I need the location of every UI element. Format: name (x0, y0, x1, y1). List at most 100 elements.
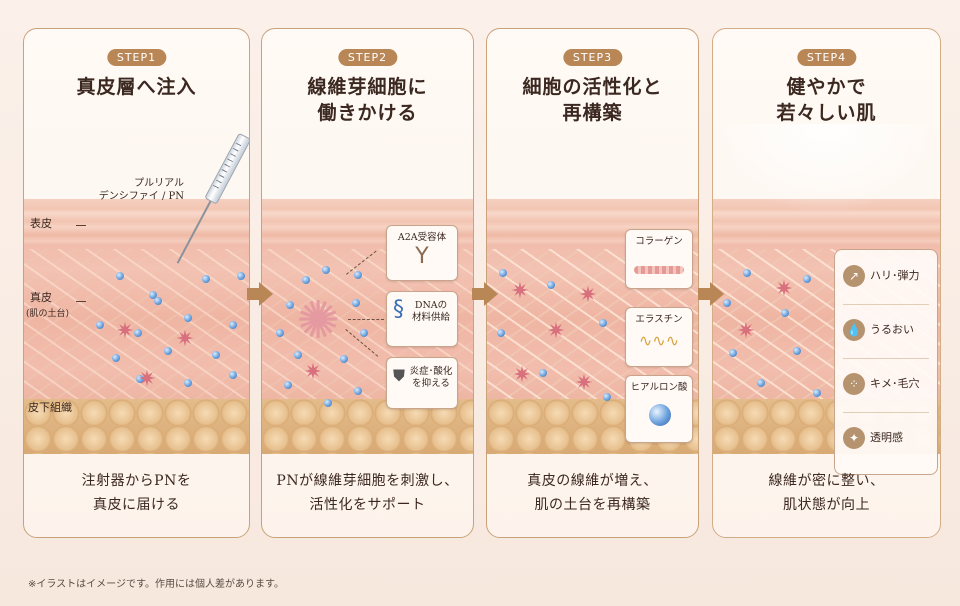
arrow-right-icon (247, 282, 273, 306)
caption-line: 活性化をサポート (309, 497, 426, 513)
divider (843, 358, 929, 359)
pn-particle (184, 314, 192, 322)
pn-particle (539, 369, 547, 377)
dna-icon: § (393, 297, 404, 322)
pn-particle (743, 269, 751, 277)
moisture-icon: 💧 (843, 319, 865, 341)
injection-label-line: デンシファイ / PN (98, 191, 184, 202)
box-label: を抑える (412, 378, 450, 389)
step1-panel: STEP1 真皮層へ注入 プルリアル デンシファイ / PN 表皮 真皮 (肌の… (23, 28, 250, 538)
caption-line: 肌の土台を再構築 (534, 497, 651, 513)
fibroblast-icon: ✷ (574, 371, 594, 396)
fibroblast-icon: ✷ (137, 367, 157, 392)
sparkle-icon: ✦ (843, 427, 865, 449)
step-title: 健やかで 若々しい肌 (713, 74, 940, 126)
step-title: 線維芽細胞に 働きかける (262, 74, 473, 126)
pn-particle (184, 379, 192, 387)
caption-line: 真皮に届ける (93, 497, 180, 513)
pn-particle (96, 321, 104, 329)
step3-panel: STEP3 細胞の活性化と 再構築 ✷ ✷ ✷ ✷ ✷ コラーゲン エラスチン … (486, 28, 699, 538)
step-badge: STEP1 (106, 49, 167, 66)
caption-line: 注射器からPNを (81, 473, 192, 489)
pn-particle (116, 272, 124, 280)
injection-label: プルリアル デンシファイ / PN (86, 177, 184, 203)
fibroblast-icon: ✷ (115, 319, 135, 344)
step-badge: STEP3 (562, 49, 623, 66)
anti-inflammation-box: ⛊ 炎症･酸化 を抑える (386, 357, 458, 409)
pn-particle (324, 399, 332, 407)
caption-line: 肌状態が向上 (783, 497, 870, 513)
pn-particle (149, 291, 157, 299)
pn-particle (781, 309, 789, 317)
benefit-label: うるおい (870, 323, 914, 336)
label-tick (76, 225, 86, 226)
box-label: DNAの (414, 300, 448, 311)
pn-particle (793, 347, 801, 355)
pn-particle (340, 355, 348, 363)
pn-particle (603, 393, 611, 401)
pn-particle (354, 271, 362, 279)
shield-icon: ⛊ (393, 366, 406, 385)
pn-particle (729, 349, 737, 357)
pn-particle (164, 347, 172, 355)
elastin-box: エラスチン ∿∿∿ (625, 307, 693, 367)
box-label: 材料供給 (411, 312, 450, 323)
pn-particle (284, 381, 292, 389)
step-title: 細胞の活性化と 再構築 (487, 74, 698, 126)
benefit-item: ⁘キメ･毛穴 (843, 364, 920, 404)
pores-icon: ⁘ (843, 373, 865, 395)
elastin-icon: ∿∿∿ (638, 331, 680, 350)
collagen-icon (634, 266, 684, 274)
benefit-item: ↗ハリ･弾力 (843, 256, 920, 296)
box-label: コラーゲン (635, 236, 683, 247)
activated-fibroblast-icon: ✺ (296, 291, 340, 351)
benefit-item: 💧 うるおい (843, 310, 914, 350)
benefits-box: ↗ハリ･弾力 💧 うるおい ⁘キメ･毛穴 ✦透明感 (834, 249, 938, 475)
step2-panel: STEP2 線維芽細胞に 働きかける ✺ ✷ A2A受容体 Y § DNAの 材… (261, 28, 474, 538)
pn-particle (352, 299, 360, 307)
subcutis-label: 皮下組織 (28, 401, 72, 414)
hyaluronic-acid-icon (649, 404, 671, 426)
collagen-box: コラーゲン (625, 229, 693, 289)
title-line: 若々しい肌 (776, 102, 877, 124)
box-label: ヒアルロン酸 (630, 382, 688, 393)
pn-particle (497, 329, 505, 337)
step-caption: 真皮の線維が増え、 肌の土台を再構築 (487, 469, 698, 517)
fibroblast-icon: ✷ (774, 277, 794, 302)
box-label: エラスチン (635, 314, 683, 325)
step-caption: 線維が密に整い、 肌状態が向上 (713, 469, 940, 517)
fibroblast-icon: ✷ (578, 283, 598, 308)
fibroblast-icon: ✷ (512, 363, 532, 388)
title-line: 再構築 (562, 102, 623, 124)
title-line: 真皮層へ注入 (76, 76, 197, 98)
title-line: 健やかで (786, 76, 867, 98)
pn-particle (286, 301, 294, 309)
title-line: 細胞の活性化と (522, 76, 663, 98)
injection-label-line: プルリアル (134, 178, 184, 189)
fibroblast-icon: ✷ (175, 327, 195, 352)
pn-particle (294, 351, 302, 359)
hyaluronic-acid-box: ヒアルロン酸 (625, 375, 693, 443)
pn-particle (354, 387, 362, 395)
pn-particle (803, 275, 811, 283)
step-caption: PNが線維芽細胞を刺激し、 活性化をサポート (262, 469, 473, 517)
pn-particle (723, 299, 731, 307)
caption-line: 真皮の線維が増え、 (527, 473, 658, 489)
fibroblast-icon: ✷ (510, 279, 530, 304)
pn-particle (134, 329, 142, 337)
step-caption: 注射器からPNを 真皮に届ける (24, 469, 249, 517)
pn-particle (112, 354, 120, 362)
footnote: ※イラストはイメージです。作用には個人差があります。 (28, 579, 284, 590)
pn-particle (136, 375, 144, 383)
firmness-icon: ↗ (843, 265, 865, 287)
fat-layer (24, 399, 249, 454)
arrow-right-icon (698, 282, 724, 306)
epidermis-label: 表皮 (30, 217, 52, 230)
pn-particle (302, 276, 310, 284)
box-label: 炎症･酸化 (409, 366, 453, 377)
benefit-item: ✦透明感 (843, 418, 903, 458)
pn-particle (276, 329, 284, 337)
pn-particle (813, 389, 821, 397)
divider (843, 304, 929, 305)
caption-line: PNが線維芽細胞を刺激し、 (276, 473, 459, 489)
